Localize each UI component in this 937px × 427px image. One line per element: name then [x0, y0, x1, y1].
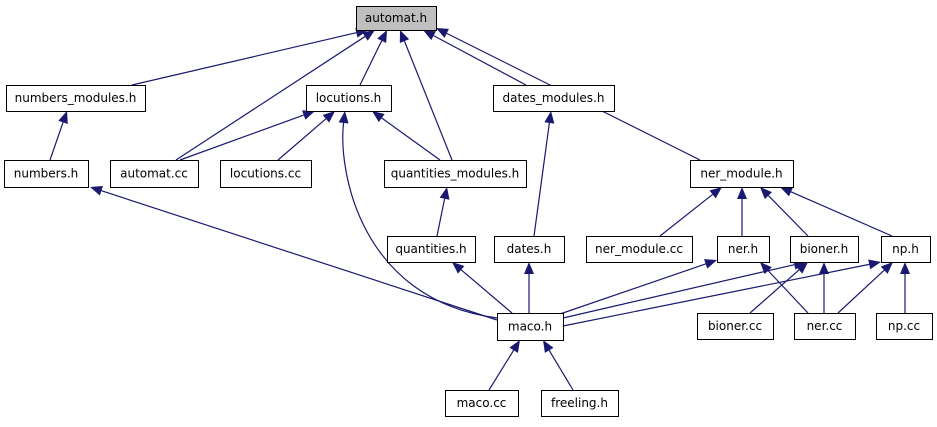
- node-label: quantities.h: [395, 242, 466, 256]
- node-box: [384, 160, 527, 188]
- node-quantities-h[interactable]: quantities.h: [387, 236, 476, 263]
- node-ner-h[interactable]: ner.h: [717, 236, 770, 263]
- node-bioner-cc[interactable]: bioner.cc: [697, 313, 774, 340]
- node-label: dates.h: [507, 242, 552, 256]
- node-label: locutions.cc: [230, 167, 301, 181]
- node-label: automat.cc: [120, 167, 188, 181]
- edge-locutions_h-to-automat_h: [359, 30, 387, 86]
- node-dates-modules-h[interactable]: dates_modules.h: [493, 85, 615, 112]
- node-label: bioner.cc: [708, 319, 762, 333]
- edge-numbers_modules_h-to-automat_h: [131, 27, 368, 86]
- edge-quantities_modules_h-to-locutions_h: [372, 111, 441, 161]
- node-maco-h[interactable]: maco.h: [497, 313, 564, 341]
- edge-bioner_h-to-ner_module_h: [760, 187, 809, 237]
- edge-freeling_h-to-maco_h: [543, 340, 574, 391]
- node-automat-h: automat.h: [356, 6, 437, 31]
- node-bioner-h[interactable]: bioner.h: [790, 236, 859, 263]
- node-box: [445, 390, 519, 417]
- edge-numbers_h-to-numbers_modules_h: [49, 111, 68, 161]
- node-box: [6, 85, 146, 112]
- edge-ner_cc-to-ner_h: [760, 262, 809, 314]
- node-label: bioner.h: [800, 242, 849, 256]
- edge-ner_module_cc-to-ner_module_h: [659, 187, 722, 237]
- node-box: [881, 236, 931, 263]
- edge-automat_cc-to-locutions_h: [179, 110, 315, 161]
- edge-np_cc-to-np_h: [900, 262, 910, 313]
- node-label: ner.h: [728, 242, 758, 256]
- node-box: [110, 160, 199, 188]
- node-label: ner_module.h: [700, 167, 782, 181]
- node-freeling-h[interactable]: freeling.h: [541, 390, 619, 417]
- node-dates-h[interactable]: dates.h: [494, 236, 565, 263]
- node-box: [876, 313, 933, 340]
- edge-maco_h-to-numbers_h: [90, 185, 498, 321]
- node-numbers-h[interactable]: numbers.h: [4, 160, 89, 188]
- node-label: dates_modules.h: [503, 91, 605, 105]
- node-ner-module-h[interactable]: ner_module.h: [690, 160, 794, 188]
- node-box: [387, 236, 476, 263]
- node-quantities-modules-h[interactable]: quantities_modules.h: [384, 160, 527, 188]
- node-label: quantities_modules.h: [391, 167, 520, 181]
- node-box: [794, 313, 856, 340]
- edge-quantities_modules_h-to-automat_h: [399, 30, 453, 161]
- edge-layer: [49, 27, 910, 391]
- node-box: [494, 236, 565, 263]
- edge-maco_h-to-np_h: [562, 259, 881, 327]
- node-box: [586, 236, 693, 263]
- edge-maco_cc-to-maco_h: [488, 340, 520, 391]
- node-locutions-cc[interactable]: locutions.cc: [220, 160, 312, 188]
- node-box: [356, 6, 437, 31]
- node-box: [4, 160, 89, 188]
- node-box: [697, 313, 774, 340]
- node-label: maco.h: [508, 320, 552, 334]
- node-label: ner.cc: [807, 319, 843, 333]
- edge-ner_cc-to-bioner_h: [819, 262, 829, 313]
- node-label: numbers.h: [14, 167, 79, 181]
- edge-bioner_cc-to-bioner_h: [749, 262, 808, 314]
- node-box: [497, 313, 564, 341]
- edge-ner_cc-to-np_h: [837, 262, 893, 314]
- node-label: np.h: [892, 242, 919, 256]
- edge-locutions_cc-to-locutions_h: [277, 111, 335, 161]
- edge-np_h-to-ner_module_h: [780, 187, 893, 237]
- node-box: [493, 85, 615, 112]
- node-box: [690, 160, 794, 188]
- node-layer: automat.h numbers_modules.h locutions.h dat…: [4, 6, 933, 417]
- node-label: freeling.h: [551, 396, 608, 410]
- edge-maco_h-to-locutions_h: [338, 111, 498, 319]
- node-box: [306, 85, 392, 112]
- edge-ner_h-to-ner_module_h: [737, 187, 747, 236]
- node-label: ner_module.cc: [595, 242, 683, 256]
- edge-maco_h-to-quantities_h: [452, 262, 513, 314]
- node-box: [220, 160, 312, 188]
- edge-dates_modules_h-to-automat_h: [423, 30, 527, 86]
- node-box: [717, 236, 770, 263]
- edge-dates_h-to-dates_modules_h: [533, 111, 555, 237]
- edge-maco_h-to-ner_h: [559, 259, 717, 315]
- edge-automat_cc-to-automat_h: [175, 30, 375, 161]
- node-label: locutions.h: [316, 91, 382, 105]
- node-label: automat.h: [365, 11, 427, 25]
- edge-quantities_h-to-quantities_modules_h: [436, 187, 450, 237]
- node-automat-cc[interactable]: automat.cc: [110, 160, 199, 188]
- node-numbers-modules-h[interactable]: numbers_modules.h: [6, 85, 146, 112]
- node-box: [541, 390, 619, 417]
- node-ner-cc[interactable]: ner.cc: [794, 313, 856, 340]
- node-np-h[interactable]: np.h: [881, 236, 931, 263]
- node-ner-module-cc[interactable]: ner_module.cc: [586, 236, 693, 263]
- node-box: [790, 236, 859, 263]
- node-label: maco.cc: [457, 396, 507, 410]
- node-np-cc[interactable]: np.cc: [876, 313, 933, 340]
- edge-maco_h-to-dates_h: [524, 262, 534, 313]
- node-maco-cc[interactable]: maco.cc: [445, 390, 519, 417]
- node-label: numbers_modules.h: [15, 91, 137, 105]
- node-locutions-h[interactable]: locutions.h: [306, 85, 392, 112]
- node-label: np.cc: [888, 319, 920, 333]
